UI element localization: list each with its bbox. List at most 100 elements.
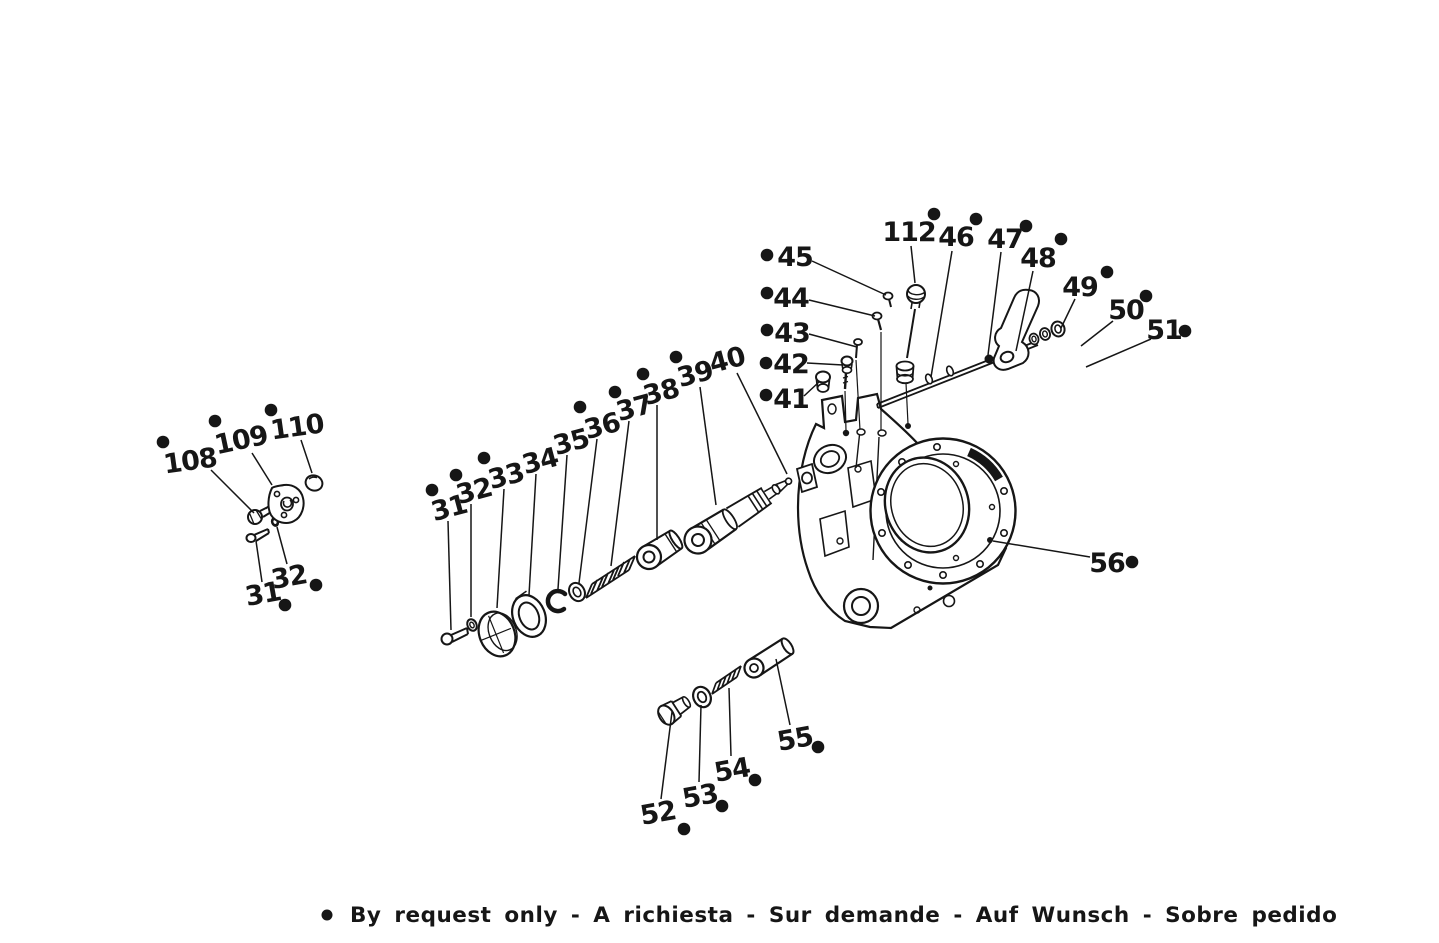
leader-line-112	[910, 245, 916, 284]
request-only-dot-55	[811, 740, 825, 754]
request-only-dot-33	[477, 451, 491, 465]
inlet-boss	[801, 471, 813, 485]
leader-line-32	[276, 526, 288, 565]
request-only-dot-49	[1100, 265, 1114, 279]
request-only-dot-41	[759, 388, 773, 402]
leader-line-33	[496, 488, 505, 609]
request-only-dot-31	[425, 483, 439, 497]
request-only-dot-52	[677, 822, 691, 836]
leader-line-52	[660, 711, 673, 800]
part-number-50: 50	[1108, 295, 1144, 326]
leader-line-55	[775, 658, 791, 726]
leader-line-37	[610, 420, 630, 567]
rings-49-50-drawing	[1028, 320, 1066, 346]
part-number-43: 43	[774, 318, 810, 349]
ball-47-drawing	[984, 354, 994, 364]
plate-109-drawing	[267, 483, 305, 524]
leader-line-45	[811, 260, 887, 296]
request-only-dot-31	[278, 598, 292, 612]
leader-line-48	[1015, 270, 1034, 352]
legend-bullet-icon	[321, 909, 333, 921]
request-only-dot-109	[208, 414, 222, 428]
housing-56-drawing	[795, 392, 1017, 630]
leader-line-108	[210, 469, 255, 514]
bolt-41-drawing	[815, 370, 831, 393]
part-number-32: 32	[269, 559, 309, 596]
part-number-49: 49	[1062, 272, 1098, 303]
leader-line-56	[992, 540, 1091, 558]
request-only-dot-39	[669, 350, 683, 364]
part-number-53: 53	[680, 778, 720, 815]
part-number-33: 33	[485, 457, 527, 496]
screw-44-drawing	[871, 311, 887, 437]
leader-line-40	[736, 372, 788, 475]
part-number-52: 52	[638, 795, 678, 832]
leader-line-46	[930, 250, 953, 378]
dome-cap-33-drawing	[477, 610, 518, 658]
request-only-dot-37	[608, 385, 622, 399]
request-only-dot-38	[636, 367, 650, 381]
request-only-dot-51	[1178, 324, 1192, 338]
request-only-dot-32	[309, 578, 323, 592]
part-number-56: 56	[1089, 548, 1125, 579]
request-only-dot-45	[760, 248, 774, 262]
part-number-45: 45	[777, 242, 813, 273]
part-number-108: 108	[161, 442, 218, 480]
part-number-47: 47	[987, 224, 1023, 255]
sleeve-38-drawing	[635, 529, 684, 571]
washer-36-drawing	[568, 581, 586, 603]
request-only-dot-56	[1125, 555, 1139, 569]
piston-55-drawing	[743, 637, 795, 679]
request-only-dot-108	[156, 435, 170, 449]
part-number-112: 112	[882, 217, 935, 248]
washer-32-drawing	[466, 618, 478, 632]
part-number-48: 48	[1020, 243, 1056, 274]
seal-ring-drawing	[812, 443, 848, 475]
washer-53-drawing	[692, 685, 712, 709]
lever-48-drawing	[992, 288, 1040, 371]
part-number-42: 42	[773, 349, 809, 380]
legend-text: By request only - A richiesta - Sur dema…	[350, 903, 1337, 928]
spring-54-drawing	[711, 665, 742, 695]
part-number-44: 44	[773, 283, 809, 314]
cap-110-drawing	[304, 474, 324, 492]
request-only-dot-44	[760, 286, 774, 300]
snap-ring-35-drawing	[545, 588, 568, 614]
request-only-dot-32	[449, 468, 463, 482]
plug-52-drawing	[657, 696, 692, 726]
leader-line-34	[528, 473, 537, 596]
part-number-41: 41	[773, 384, 809, 415]
fitting-46-drawing	[924, 365, 955, 385]
leader-line-47	[987, 251, 1002, 356]
request-only-dot-46	[969, 212, 983, 226]
request-only-dot-53	[715, 799, 729, 813]
request-only-dot-47	[1019, 219, 1033, 233]
request-only-dot-110	[264, 403, 278, 417]
leader-line-42	[806, 362, 844, 366]
leader-line-110	[300, 439, 313, 474]
request-only-dot-48	[1054, 232, 1068, 246]
request-only-dot-36	[573, 400, 587, 414]
bolt-42-drawing	[840, 355, 854, 437]
leader-line-35	[557, 454, 568, 590]
leader-line-41	[803, 381, 820, 397]
leader-line-31	[255, 540, 263, 583]
pin-31-drawing	[440, 627, 469, 646]
leader-line-50	[1080, 320, 1114, 347]
part-number-55: 55	[775, 721, 815, 758]
leader-line-44	[808, 299, 876, 317]
flange-opening	[883, 456, 971, 554]
part-number-109: 109	[212, 420, 271, 461]
request-only-dot-54	[748, 773, 762, 787]
request-only-dot-112	[927, 207, 941, 221]
flange-shaded-arc	[967, 447, 1003, 482]
leader-line-51	[1085, 338, 1152, 368]
leader-line-43	[808, 333, 858, 348]
part-number-46: 46	[938, 222, 974, 253]
plug-112-drawing	[895, 284, 926, 429]
part-number-110: 110	[268, 408, 325, 446]
part-number-51: 51	[1146, 315, 1182, 346]
bolt-108-drawing	[247, 503, 277, 525]
